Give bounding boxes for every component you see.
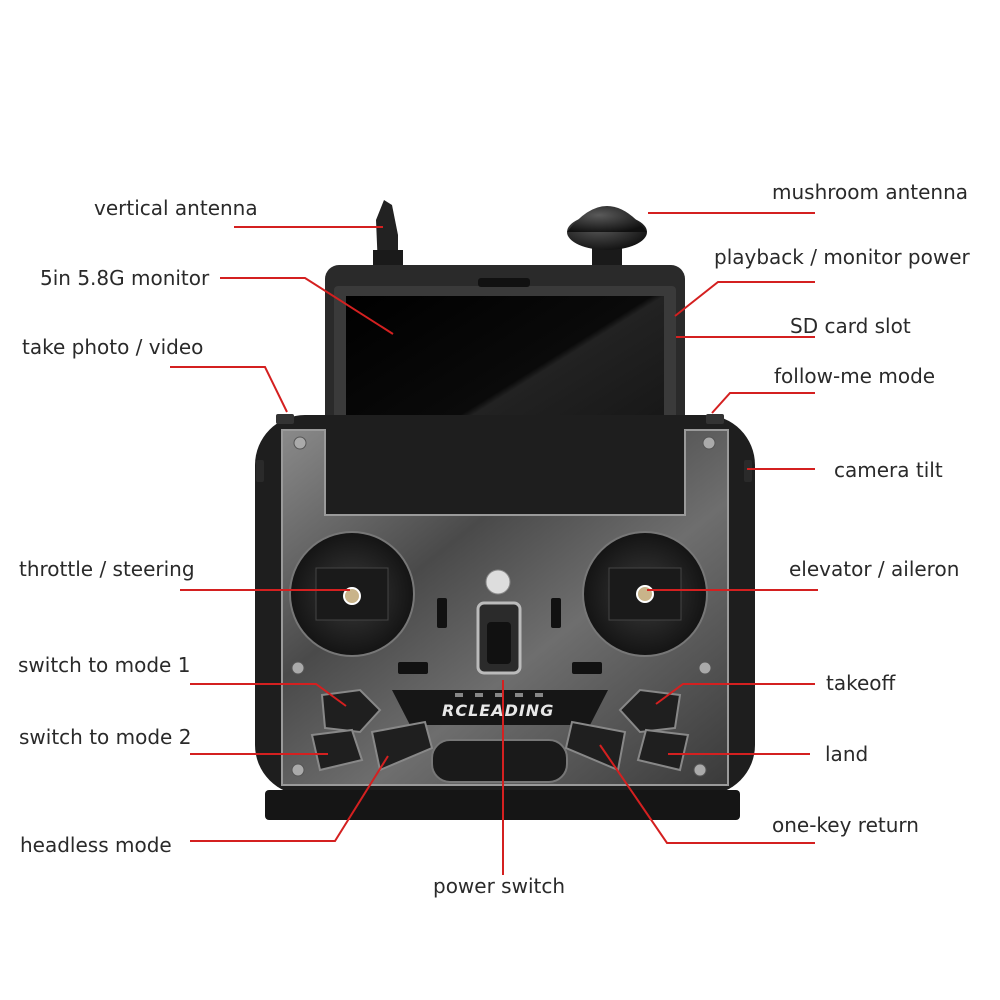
label-headless-mode: headless mode (20, 833, 172, 857)
mushroom-antenna (567, 206, 647, 268)
label-one-key-return: one-key return (772, 813, 919, 837)
label-sd-card-slot: SD card slot (790, 314, 911, 338)
label-vertical-antenna: vertical antenna (94, 196, 258, 220)
brand-logo: RCLEADING (442, 701, 555, 720)
label-camera-tilt: camera tilt (834, 458, 943, 482)
label-monitor: 5in 5.8G monitor (40, 266, 210, 290)
label-throttle-steering: throttle / steering (19, 557, 195, 581)
label-mushroom-antenna: mushroom antenna (772, 180, 969, 204)
label-switch-mode-1: switch to mode 1 (18, 653, 191, 677)
label-takeoff: takeoff (826, 671, 896, 695)
label-switch-mode-2: switch to mode 2 (19, 725, 192, 749)
vertical-antenna (373, 200, 403, 270)
leader-follow-me (711, 392, 815, 414)
label-land: land (825, 742, 869, 766)
leader-takeoff (655, 683, 815, 705)
left-gimbal (289, 531, 415, 657)
label-follow-me-mode: follow-me mode (774, 364, 936, 388)
leader-headless-mode (190, 755, 389, 842)
label-power-switch: power switch (433, 874, 566, 898)
label-elevator-aileron: elevator / aileron (789, 557, 960, 581)
leader-one-key-return (599, 744, 815, 844)
leader-lines (170, 212, 818, 875)
brand-bar (392, 690, 608, 725)
label-take-photo-video: take photo / video (22, 335, 204, 359)
label-playback-monitor-power: playback / monitor power (714, 245, 970, 269)
leader-playback-monitor (674, 281, 815, 317)
leader-monitor (220, 277, 394, 335)
leader-switch-mode-1 (190, 683, 347, 707)
center-controls (398, 569, 602, 675)
leader-take-photo (170, 366, 288, 413)
right-gimbal (582, 531, 708, 657)
